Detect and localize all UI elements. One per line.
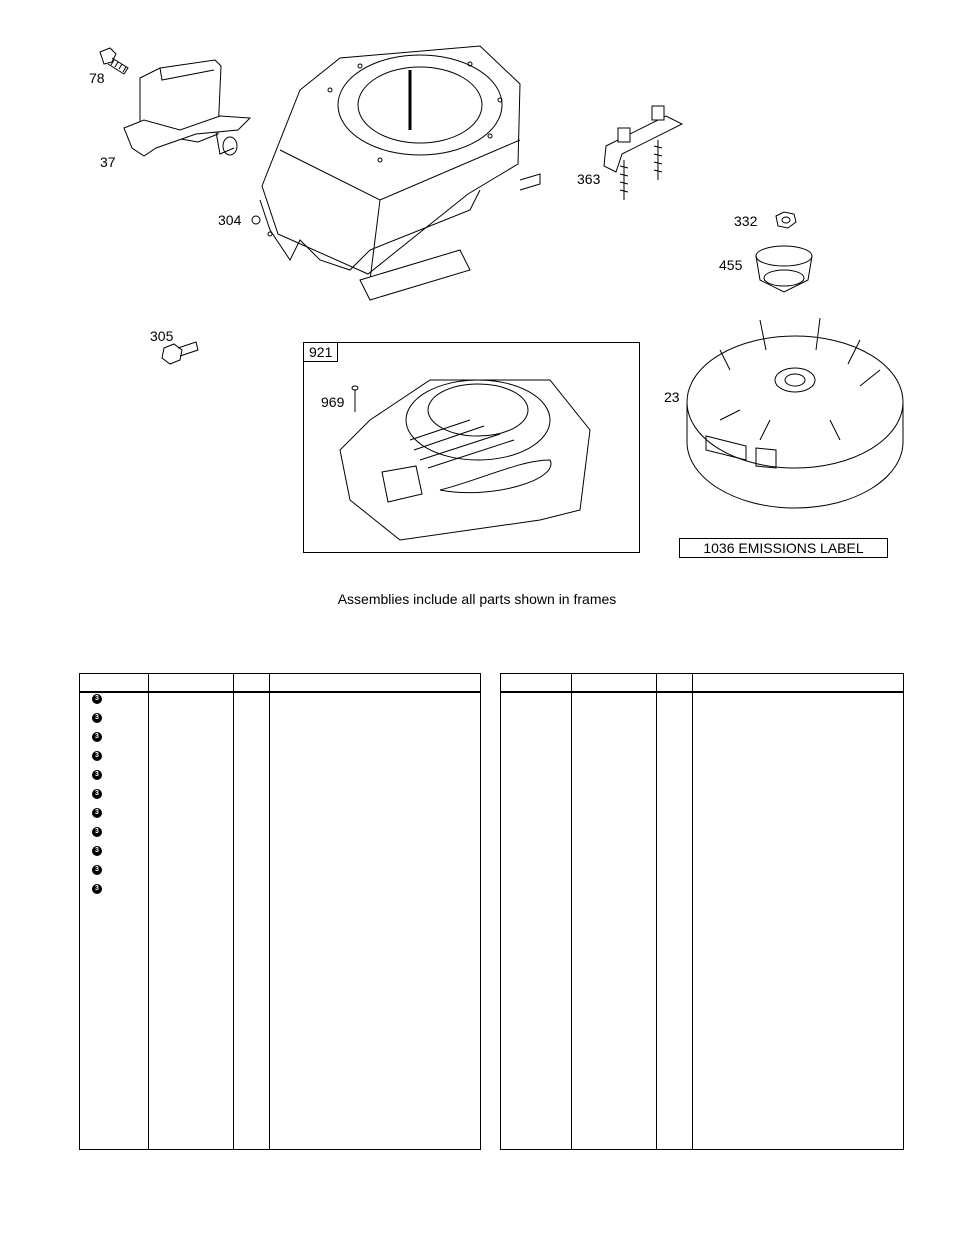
callout-305: 305	[150, 328, 174, 344]
table-col-divider	[656, 674, 657, 1149]
note-bullet: 3	[92, 846, 102, 856]
note-bullet: 3	[92, 827, 102, 837]
callout-332: 332	[734, 213, 758, 229]
note-bullet: 3	[92, 808, 102, 818]
note-bullet: 3	[92, 732, 102, 742]
table-col-divider	[571, 674, 572, 1149]
callout-455: 455	[719, 257, 743, 273]
callout-23: 23	[664, 389, 680, 405]
table-col-divider	[269, 674, 270, 1149]
part-455-starter-cup	[755, 245, 813, 293]
assembly-frame-921: 921	[303, 342, 640, 553]
callout-363: 363	[577, 171, 601, 187]
part-37-air-guide	[123, 59, 252, 157]
part-304-blower-housing	[251, 45, 541, 301]
callout-304: 304	[218, 212, 242, 228]
note-bullet: 3	[92, 713, 102, 723]
part-363-bracket	[603, 105, 684, 200]
callout-78: 78	[89, 70, 105, 86]
part-969-screw	[351, 385, 359, 412]
note-bullet-list: 3 3 3 3 3 3 3 3 3 3 3	[92, 694, 102, 903]
parts-table-left: 3 3 3 3 3 3 3 3 3 3 3	[79, 673, 481, 1150]
parts-table-right	[500, 673, 904, 1150]
note-bullet: 3	[92, 884, 102, 894]
table-col-divider	[233, 674, 234, 1149]
note-bullet: 3	[92, 789, 102, 799]
part-23-flywheel	[686, 317, 904, 509]
note-bullet: 3	[92, 751, 102, 761]
part-921-blower-shroud	[339, 379, 591, 541]
assembly-note: Assemblies include all parts shown in fr…	[337, 591, 617, 607]
table-col-divider	[692, 674, 693, 1149]
part-78-screw	[99, 47, 129, 75]
callout-37: 37	[100, 154, 116, 170]
note-bullet: 3	[92, 770, 102, 780]
table-col-divider	[148, 674, 149, 1149]
callout-969: 969	[321, 394, 345, 410]
table-header-row	[501, 674, 903, 693]
part-332-nut	[775, 211, 797, 229]
table-header-row	[80, 674, 480, 693]
note-bullet: 3	[92, 865, 102, 875]
note-bullet: 3	[92, 694, 102, 704]
emissions-label-box: 1036 EMISSIONS LABEL	[679, 538, 888, 558]
callout-921: 921	[304, 343, 339, 362]
part-305-screw	[161, 341, 199, 365]
